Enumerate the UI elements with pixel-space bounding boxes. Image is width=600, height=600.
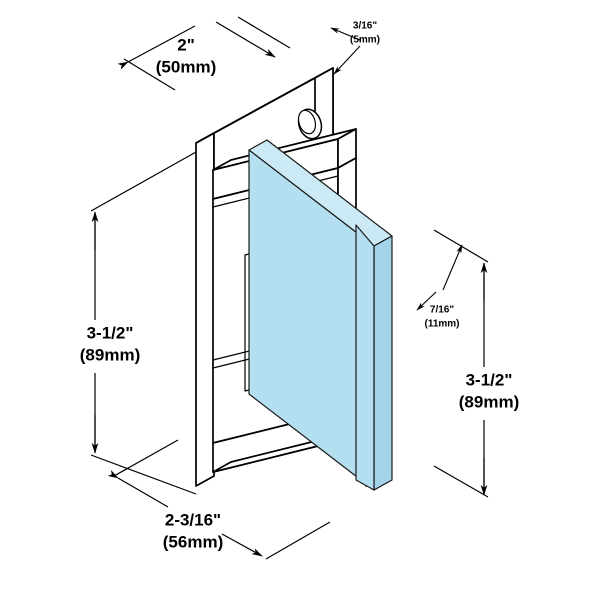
dimension-2in-imperial: 2" (177, 35, 195, 54)
mounting-screw-hole (297, 108, 323, 140)
dimension-3-1-2in-left: 3-1/2" (89mm) (80, 151, 197, 495)
dimension-3-1-2in-right-metric: (89mm) (459, 392, 519, 411)
dimension-3-16in-metric: (5mm) (350, 35, 380, 46)
dimension-7-16in: 7/16" (11mm) (416, 244, 463, 330)
dimension-3-1-2in-left-metric: (89mm) (80, 345, 140, 364)
dimension-7-16in-imperial: 7/16" (430, 305, 454, 316)
dimension-2in: 2" (50mm) (124, 16, 291, 91)
dimension-3-1-2in-left-imperial: 3-1/2" (87, 323, 134, 342)
dimension-2-3-16in-imperial: 2-3/16" (165, 510, 221, 529)
dimension-2-3-16in-metric: (56mm) (163, 532, 223, 551)
dimension-7-16in-metric: (11mm) (424, 319, 459, 330)
dimension-3-1-2in-right: 3-1/2" (89mm) (433, 229, 519, 498)
glass-front-strip (355, 224, 375, 491)
glass-panel (248, 139, 393, 491)
dimension-2in-metric: (50mm) (156, 57, 216, 76)
dimension-2-3-16in: 2-3/16" (56mm) (114, 439, 331, 559)
dimension-3-1-2in-right-imperial: 3-1/2" (466, 370, 513, 389)
dimension-3-16in: 3/16" (5mm) (330, 21, 380, 75)
dimension-3-16in-imperial: 3/16" (353, 21, 377, 32)
